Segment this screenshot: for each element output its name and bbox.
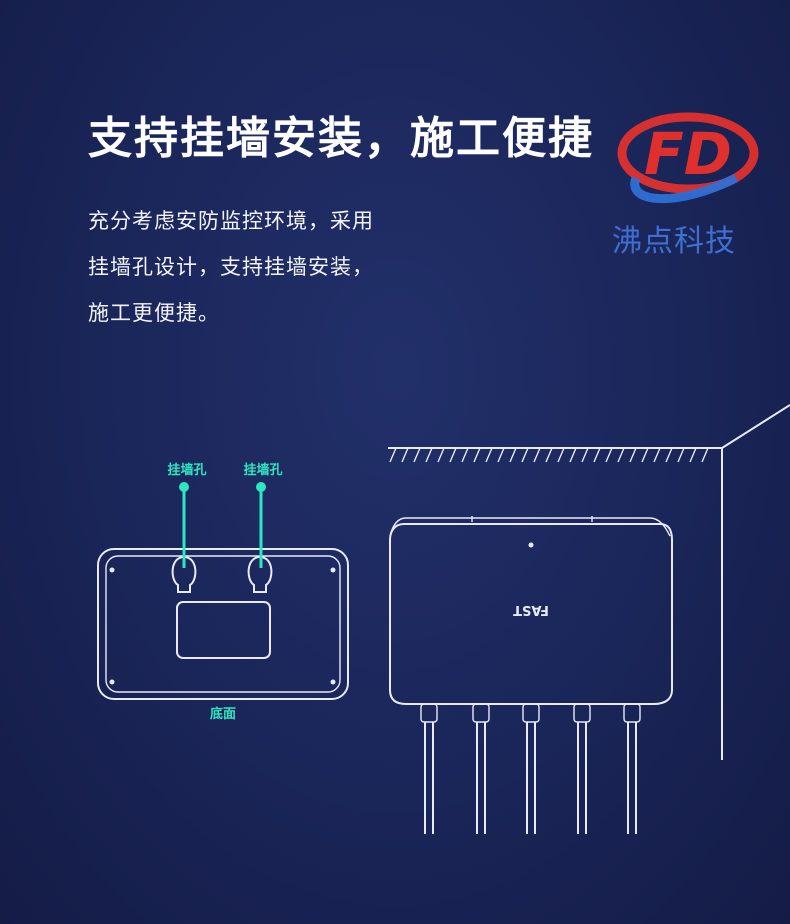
company-logo-icon: FD	[617, 112, 759, 204]
logo-mark-text: FD	[644, 120, 732, 188]
headline: 支持挂墙安装，施工便捷	[88, 113, 594, 164]
wall-hole-label-2: 挂墙孔	[243, 462, 282, 478]
description-line-1: 充分考虑安防监控环境，采用	[88, 209, 374, 233]
wall-hole-2-icon	[247, 555, 273, 593]
device-brand-logo: FAST	[513, 602, 549, 617]
mounted-device: FAST	[389, 516, 673, 834]
wall-ceiling	[388, 404, 790, 760]
wall-hole-1-icon	[171, 555, 197, 593]
logo-name: 沸点科技	[612, 224, 736, 259]
description: 充分考虑安防监控环境，采用 挂墙孔设计，支持挂墙安装， 施工更便捷。	[88, 198, 374, 336]
description-line-3: 施工更便捷。	[88, 301, 220, 325]
wall-hole-label-1: 挂墙孔	[167, 462, 206, 478]
cable-connectors	[420, 703, 641, 834]
bottom-view-label: 底面	[210, 706, 236, 722]
description-line-2: 挂墙孔设计，支持挂墙安装，	[88, 255, 374, 279]
device-bottom-view	[97, 548, 349, 700]
